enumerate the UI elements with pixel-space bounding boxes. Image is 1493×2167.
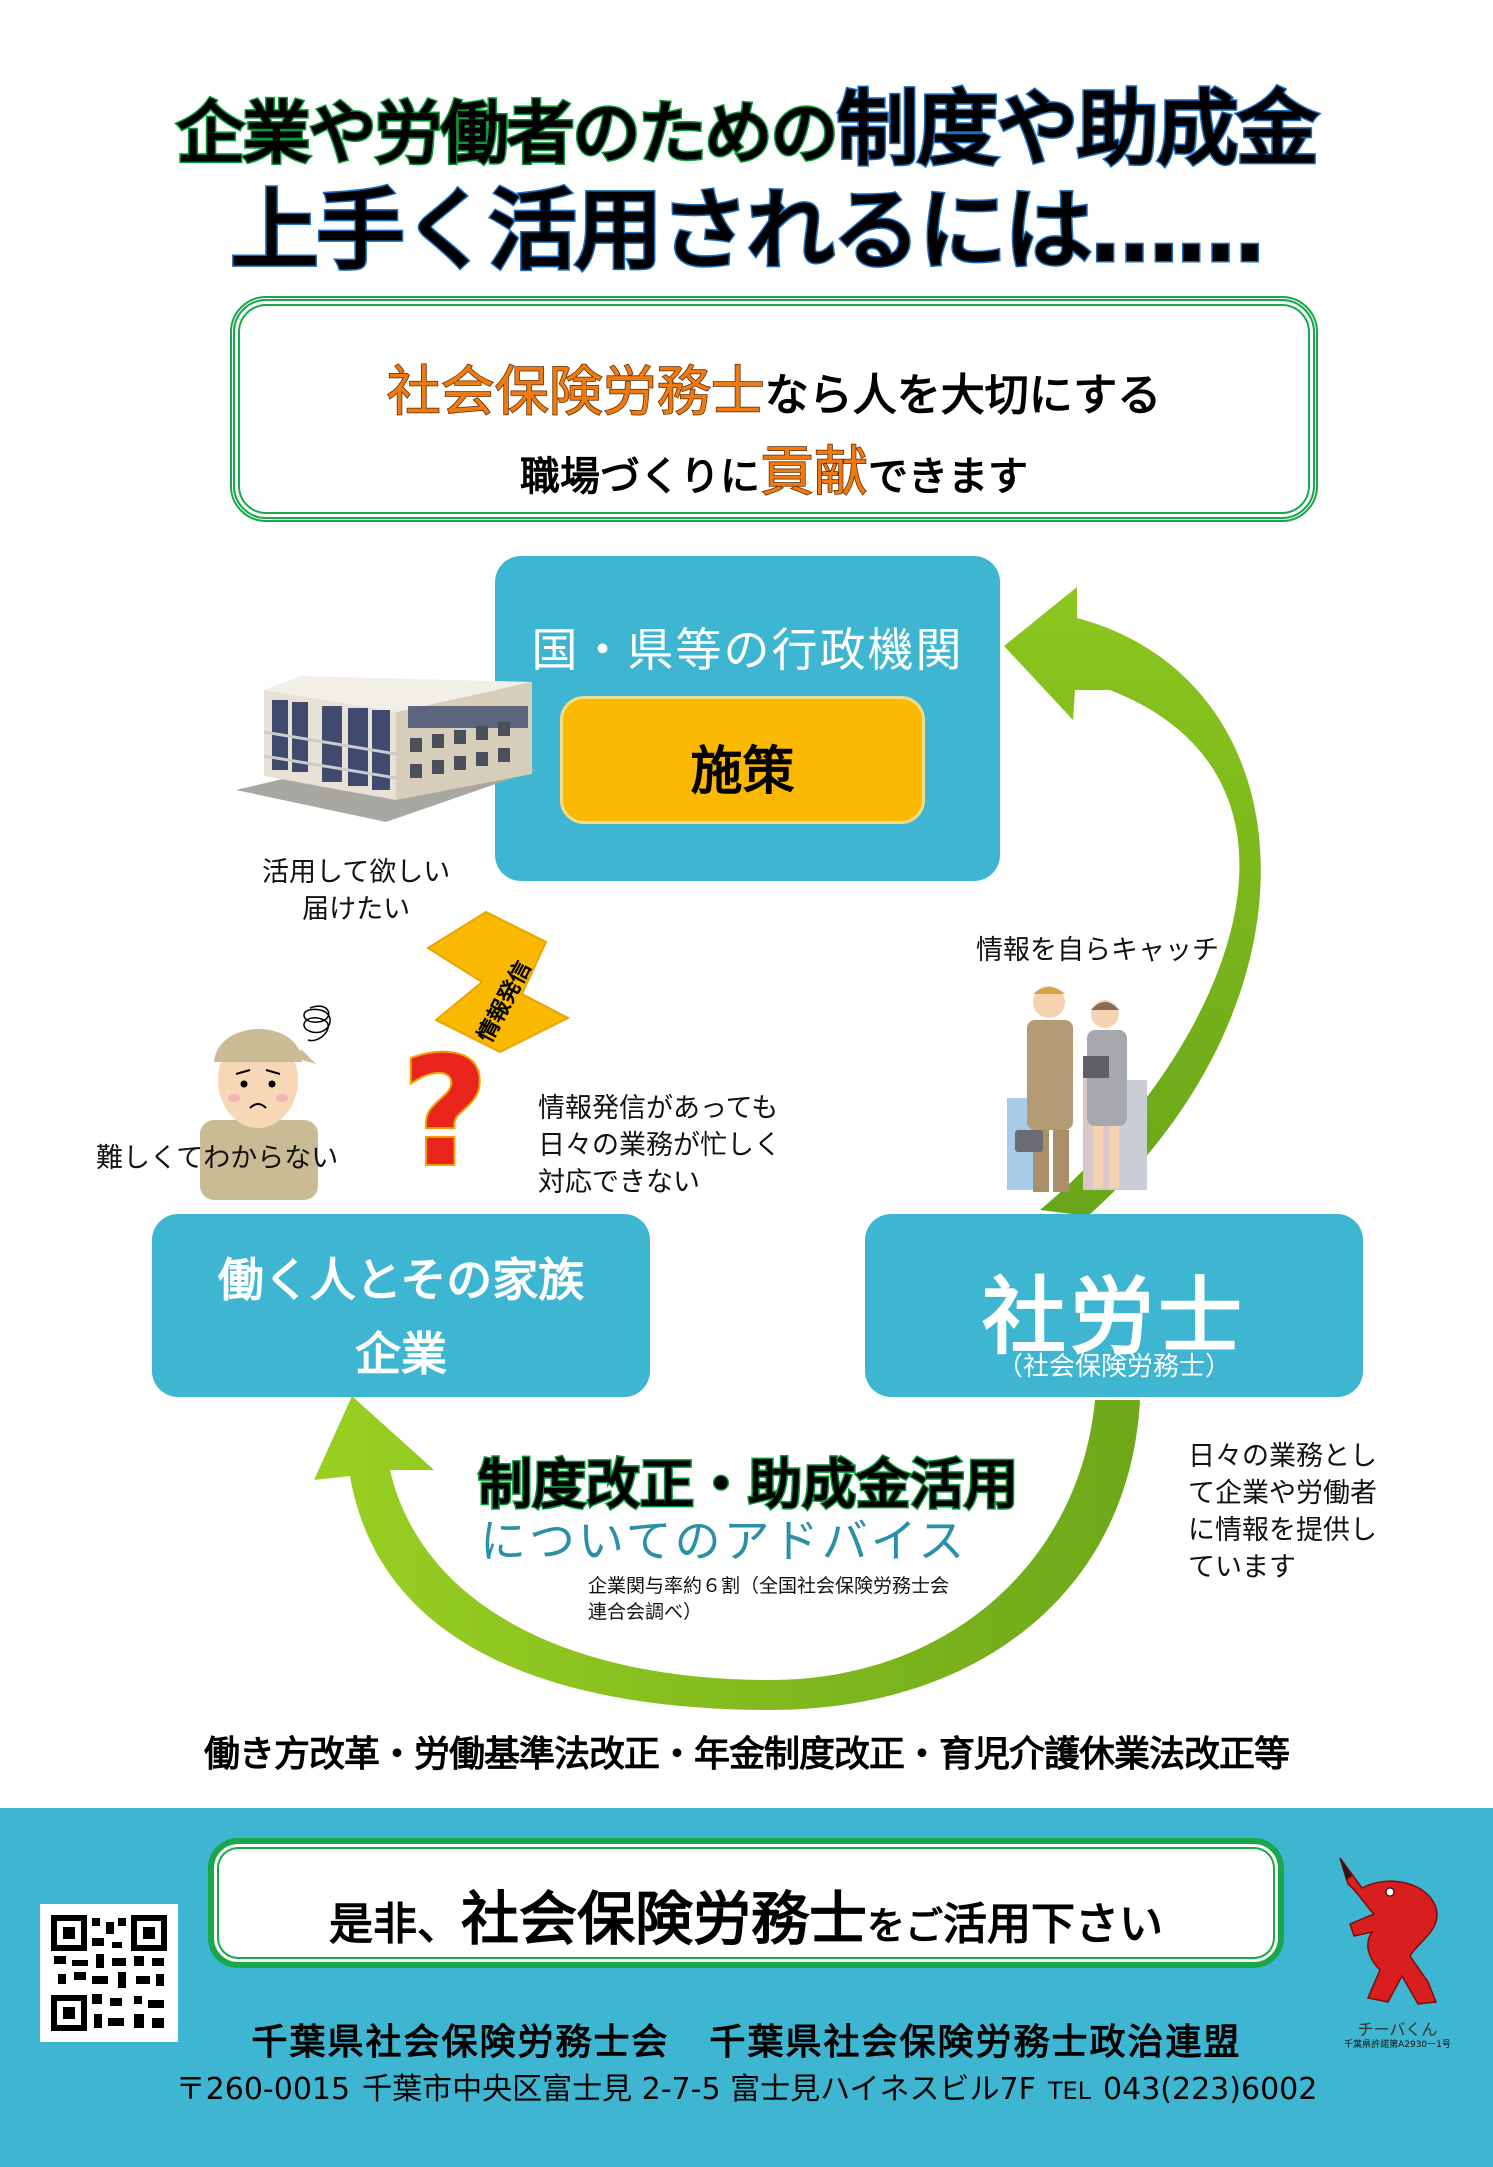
advice-line1: 制度改正・助成金活用: [477, 1452, 1020, 1518]
address: 千葉市中央区富士見 2-7-5 富士見ハイネスビル7F: [362, 2072, 1036, 2107]
cta-mid: をご: [867, 1904, 944, 1948]
scribble-confusion-icon: [303, 1005, 331, 1042]
daily-note: 日々の業務とし て企業や労働者 に情報を提供し ています: [1188, 1438, 1377, 1586]
cta-pre: 是非、: [328, 1899, 461, 1950]
message-line2-post: できます: [868, 454, 1028, 500]
stat-note-line1: 企業関与率約６割（全国社会保険労務士会: [588, 1575, 950, 1597]
government-note-line1: 活用して欲しい: [262, 857, 451, 888]
headline-line2: 上手く活用されるには……: [0, 160, 1493, 287]
headline-line1: 企業や労働者のための制度や助成金: [0, 62, 1493, 181]
chiba-kun-mascot-icon: [1339, 1857, 1438, 2005]
arrow-sharoushi-to-workers: [314, 1396, 1140, 1710]
sharoushi-title: 社労士: [981, 1268, 1246, 1366]
policy-label: 施策: [690, 742, 795, 802]
law-revisions-list: 働き方改革・労働基準法改正・年金制度改正・育児介護休業法改正等: [203, 1734, 1290, 1775]
confused-worker-icon: [200, 1029, 318, 1200]
workers-line1: 働く人とその家族: [217, 1253, 585, 1307]
message-line2-pre: 職場づくりに: [520, 454, 760, 500]
stat-note: 企業関与率約６割（全国社会保険労務士会 連合会調べ）: [588, 1573, 949, 1625]
svg-text:?: ?: [401, 1046, 488, 1176]
organization-name-1: 千葉県社会保険労務士会: [251, 2022, 670, 2063]
busy-note-line3: 対応できない: [538, 1167, 700, 1198]
headline-line1-part2: 制度や助成金: [835, 81, 1320, 179]
business-people-icon: [1007, 986, 1147, 1192]
catch-note: 情報を自らキャッチ: [976, 935, 1219, 966]
question-mark-icon: ?: [400, 1046, 490, 1176]
message-box: 社会保険労務士なら人を大切にする 職場づくりに貢献できます: [230, 296, 1318, 522]
headline-line2-text: 上手く活用されるには……: [229, 178, 1266, 284]
government-note-line2: 届けたい: [302, 894, 411, 925]
cta-text: 是非、社会保険労務士をご活用下さい: [214, 1872, 1278, 1956]
info-broadcast-arrow-icon: [426, 910, 571, 1054]
message-highlight-sharoushi: 社会保険労務士: [386, 359, 766, 424]
tel-number[interactable]: 043(223)6002: [1103, 2072, 1318, 2107]
mascot-name: チーバくん: [1357, 2020, 1438, 2039]
sharoushi-subtitle: （社会保険労務士）: [996, 1352, 1231, 1382]
policy-box: 施策: [560, 696, 925, 824]
busy-note-line1: 情報発信があっても: [538, 1093, 779, 1124]
organization-names: 千葉県社会保険労務士会千葉県社会保険労務士政治連盟: [0, 2013, 1493, 2065]
daily-note-line4: ています: [1188, 1552, 1296, 1583]
busy-note: 情報発信があっても 日々の業務が忙しく 対応できない: [538, 1090, 781, 1201]
organization-name-2: 千葉県社会保険労務士政治連盟: [709, 2022, 1242, 2063]
sharoushi-box: 社労士 （社会保険労務士）: [865, 1214, 1363, 1397]
government-note: 活用して欲しい 届けたい: [262, 854, 450, 928]
qr-code[interactable]: [40, 1904, 178, 2042]
qr-code-icon: [51, 1915, 167, 2031]
cta-post: 活用下さい: [943, 1899, 1164, 1950]
cta-highlight: 社会保険労務士: [460, 1885, 867, 1953]
daily-note-line3: に情報を提供し: [1188, 1515, 1377, 1546]
advice-line2: についてのアドバイス: [480, 1514, 968, 1568]
workers-line2: 企業: [355, 1327, 447, 1381]
postal-code: 〒260-0015: [175, 2072, 351, 2107]
daily-note-line1: 日々の業務とし: [1188, 1441, 1377, 1472]
confused-note: 難しくてわからない: [96, 1143, 339, 1174]
headline-line1-part1: 企業や労働者のための: [175, 94, 840, 176]
footer: 是非、社会保険労務士をご活用下さい チーバくん 千葉県許諾第A2930ー1号 千…: [0, 1808, 1493, 2167]
daily-note-line2: て企業や労働者: [1188, 1478, 1377, 1509]
address-line: 〒260-0015 千葉市中央区富士見 2-7-5 富士見ハイネスビル7F TEL 0…: [0, 2064, 1493, 2108]
message-highlight-contribution: 貢献: [759, 439, 869, 504]
message-line1: 社会保険労務士なら人を大切にする: [235, 347, 1313, 426]
message-line2: 職場づくりに貢献できます: [235, 427, 1313, 506]
stat-note-line2: 連合会調べ）: [588, 1601, 703, 1623]
government-box: 国・県等の行政機関 施策: [495, 556, 1000, 881]
tel-label: TEL: [1047, 2077, 1092, 2105]
cycle-arrows: [314, 587, 1261, 1710]
government-title: 国・県等の行政機関: [531, 623, 964, 677]
cta-box: 是非、社会保険労務士をご活用下さい: [208, 1838, 1284, 1968]
mascot-permit: 千葉県許諾第A2930ー1号: [1344, 2040, 1451, 2050]
busy-note-line2: 日々の業務が忙しく: [538, 1130, 781, 1161]
message-line1-rest: なら人を大切にする: [764, 370, 1162, 421]
arrow-sharoushi-to-government: [1004, 587, 1261, 1216]
government-building-icon: [236, 676, 536, 822]
workers-box: 働く人とその家族 企業: [152, 1214, 650, 1397]
